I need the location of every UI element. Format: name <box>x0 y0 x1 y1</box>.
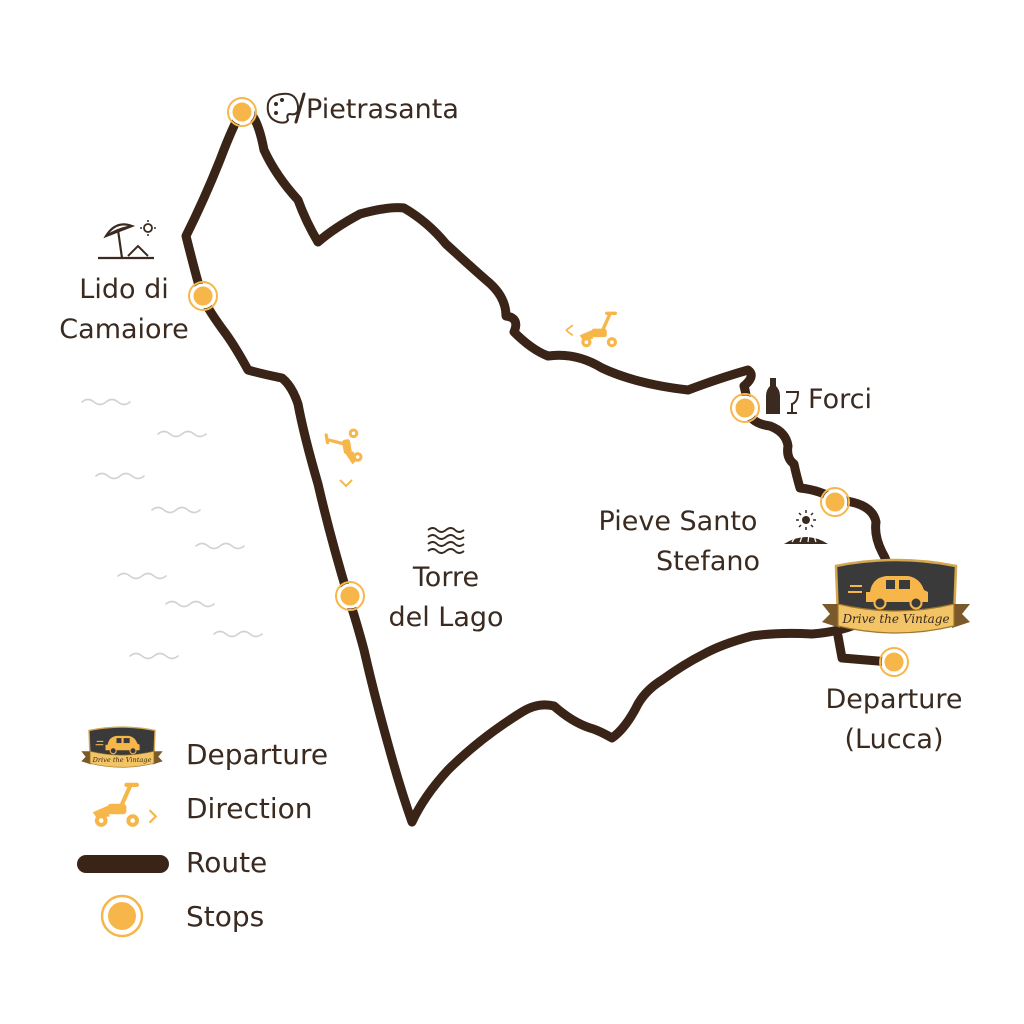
wave <box>117 572 167 580</box>
label-torre-line2: del Lago <box>388 602 503 633</box>
lake-waves-icon <box>427 527 465 554</box>
wave <box>81 398 131 406</box>
label-lucca-line2: (Lucca) <box>845 724 944 755</box>
route-path <box>181 105 897 827</box>
label-lido-line2: Camaiore <box>59 314 188 345</box>
stop-lucca[interactable] <box>879 647 909 677</box>
direction-scooter-icon <box>324 426 366 470</box>
legend-direction-label: Direction <box>186 792 313 825</box>
label-pietrasanta: Pietrasanta <box>306 94 459 125</box>
vineyard-sun-icon <box>784 510 828 544</box>
legend-badge-brand: Drive the Vintage <box>92 756 152 764</box>
wave <box>129 652 179 660</box>
wave <box>151 506 201 514</box>
legend: Drive the Vintage Departure Direction Ro… <box>77 726 328 938</box>
beach-umbrella-icon <box>98 220 156 260</box>
drive-the-vintage-badge: Drive the Vintage <box>820 558 972 635</box>
route-spur-lucca <box>833 631 895 667</box>
legend-route-label: Route <box>186 846 267 879</box>
wave <box>213 630 263 638</box>
wave <box>165 600 215 608</box>
legend-stops-label: Stops <box>186 900 264 933</box>
label-pieve-line1: Pieve Santo <box>599 506 758 537</box>
label-lucca-line1: Departure <box>825 684 962 715</box>
label-torre-line1: Torre <box>412 562 479 593</box>
stop-torre-del-lago[interactable] <box>335 581 365 611</box>
sea-waves <box>81 398 263 660</box>
stop-forci[interactable] <box>730 393 760 423</box>
legend-departure-label: Departure <box>186 738 328 771</box>
stop-lido-di-camaiore[interactable] <box>188 281 218 311</box>
wave <box>95 472 145 480</box>
label-pieve-line2: Stefano <box>656 546 760 577</box>
legend-departure-badge-icon: Drive the Vintage <box>80 726 164 768</box>
badge-brand: Drive the Vintage <box>841 612 949 626</box>
direction-scooter-icon <box>565 311 619 349</box>
legend-stop-icon <box>100 894 144 938</box>
stop-pieve-santo-stefano[interactable] <box>820 487 850 517</box>
wave <box>157 430 207 438</box>
direction-arrow-icon <box>339 479 353 488</box>
wave <box>195 542 245 550</box>
palette-icon <box>266 92 306 124</box>
label-lido-line1: Lido di <box>79 274 168 305</box>
stop-pietrasanta[interactable] <box>227 97 257 127</box>
label-forci: Forci <box>808 384 872 415</box>
legend-direction-scooter-icon <box>93 785 158 827</box>
wine-icon <box>766 378 800 414</box>
